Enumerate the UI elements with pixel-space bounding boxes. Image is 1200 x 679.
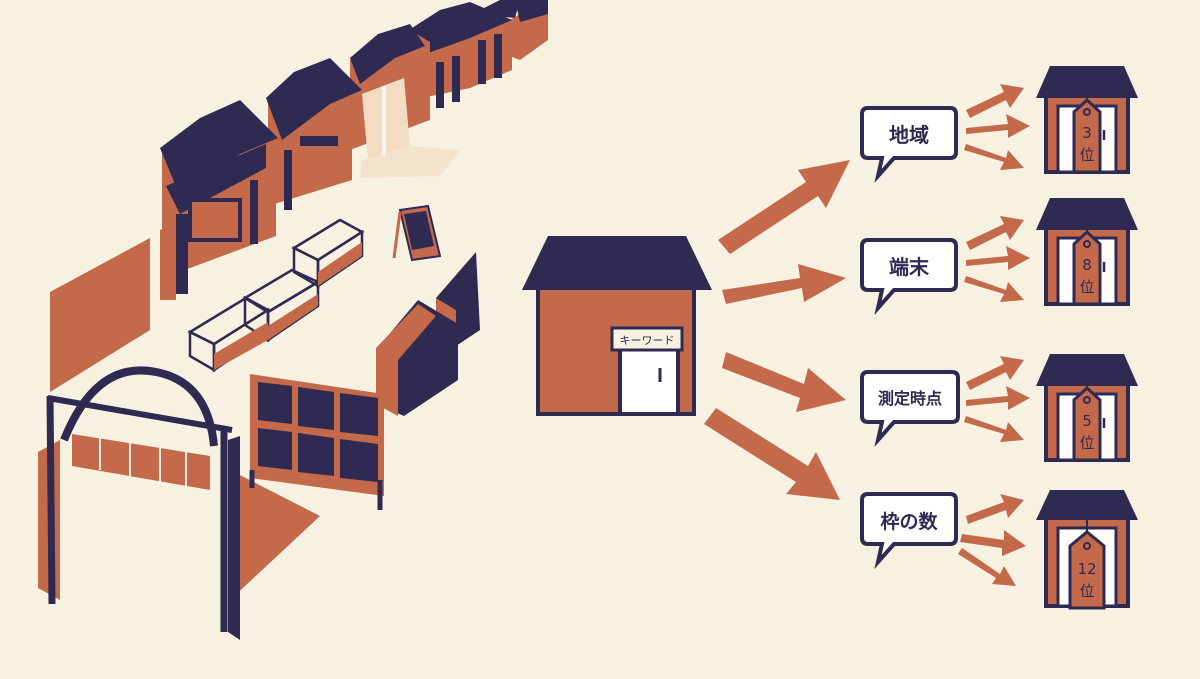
shopping-street-illustration xyxy=(38,0,548,640)
factor-row: 測定時点 5 位 xyxy=(860,354,1138,462)
ranked-store: 3 位 xyxy=(1036,66,1138,174)
rank-number: 5 xyxy=(1082,412,1092,430)
speech-bubble xyxy=(860,370,960,448)
ranked-store: 5 位 xyxy=(1036,354,1138,462)
speech-bubble xyxy=(860,492,958,570)
ranked-store: 12 位 xyxy=(1036,490,1138,610)
small-arrows xyxy=(964,84,1030,170)
rank-tag xyxy=(1072,385,1102,462)
rank-unit: 位 xyxy=(1079,434,1094,452)
center-store-door xyxy=(618,344,680,416)
small-arrows xyxy=(964,216,1030,302)
factor-label: 端末 xyxy=(889,255,930,279)
small-arrows xyxy=(964,356,1030,442)
factor-row: 地域 3 位 xyxy=(860,66,1138,184)
factor-label: 測定時点 xyxy=(878,389,942,408)
rank-unit: 位 xyxy=(1079,278,1094,296)
a-frame-sign xyxy=(392,204,442,262)
factor-rows: 地域 3 位 端末 xyxy=(860,66,1138,610)
big-arrow-to-slots xyxy=(704,408,840,500)
center-store-roof xyxy=(522,236,712,290)
rank-tag xyxy=(1068,530,1106,610)
speech-bubble xyxy=(860,106,958,184)
notice-board xyxy=(249,374,384,510)
rank-number: 3 xyxy=(1082,124,1092,142)
storefront-row xyxy=(160,0,548,300)
keyword-sign-label: キーワード xyxy=(620,334,675,347)
small-arrows xyxy=(958,494,1026,586)
display-case-bases xyxy=(214,242,362,370)
rank-number: 12 xyxy=(1077,560,1096,578)
rank-tag xyxy=(1072,229,1102,306)
big-arrow-to-region xyxy=(718,160,850,254)
factor-label: 枠の数 xyxy=(880,510,938,533)
rank-unit: 位 xyxy=(1079,582,1094,600)
rank-number: 8 xyxy=(1082,256,1092,274)
center-store: キーワード xyxy=(522,236,712,416)
factor-label: 地域 xyxy=(889,123,929,147)
big-arrow-to-timing xyxy=(722,352,846,412)
factor-row: 枠の数 12 位 xyxy=(860,490,1138,610)
kiosk-counter xyxy=(376,252,480,416)
rank-unit: 位 xyxy=(1079,146,1094,164)
speech-bubble xyxy=(860,238,958,316)
factor-row: 端末 8 位 xyxy=(860,198,1138,316)
rank-tag xyxy=(1072,97,1102,174)
arch-gate xyxy=(46,366,233,632)
keyword-sign xyxy=(610,326,684,352)
big-arrows xyxy=(704,160,850,500)
ranked-store: 8 位 xyxy=(1036,198,1138,306)
big-arrow-to-device xyxy=(722,264,846,304)
